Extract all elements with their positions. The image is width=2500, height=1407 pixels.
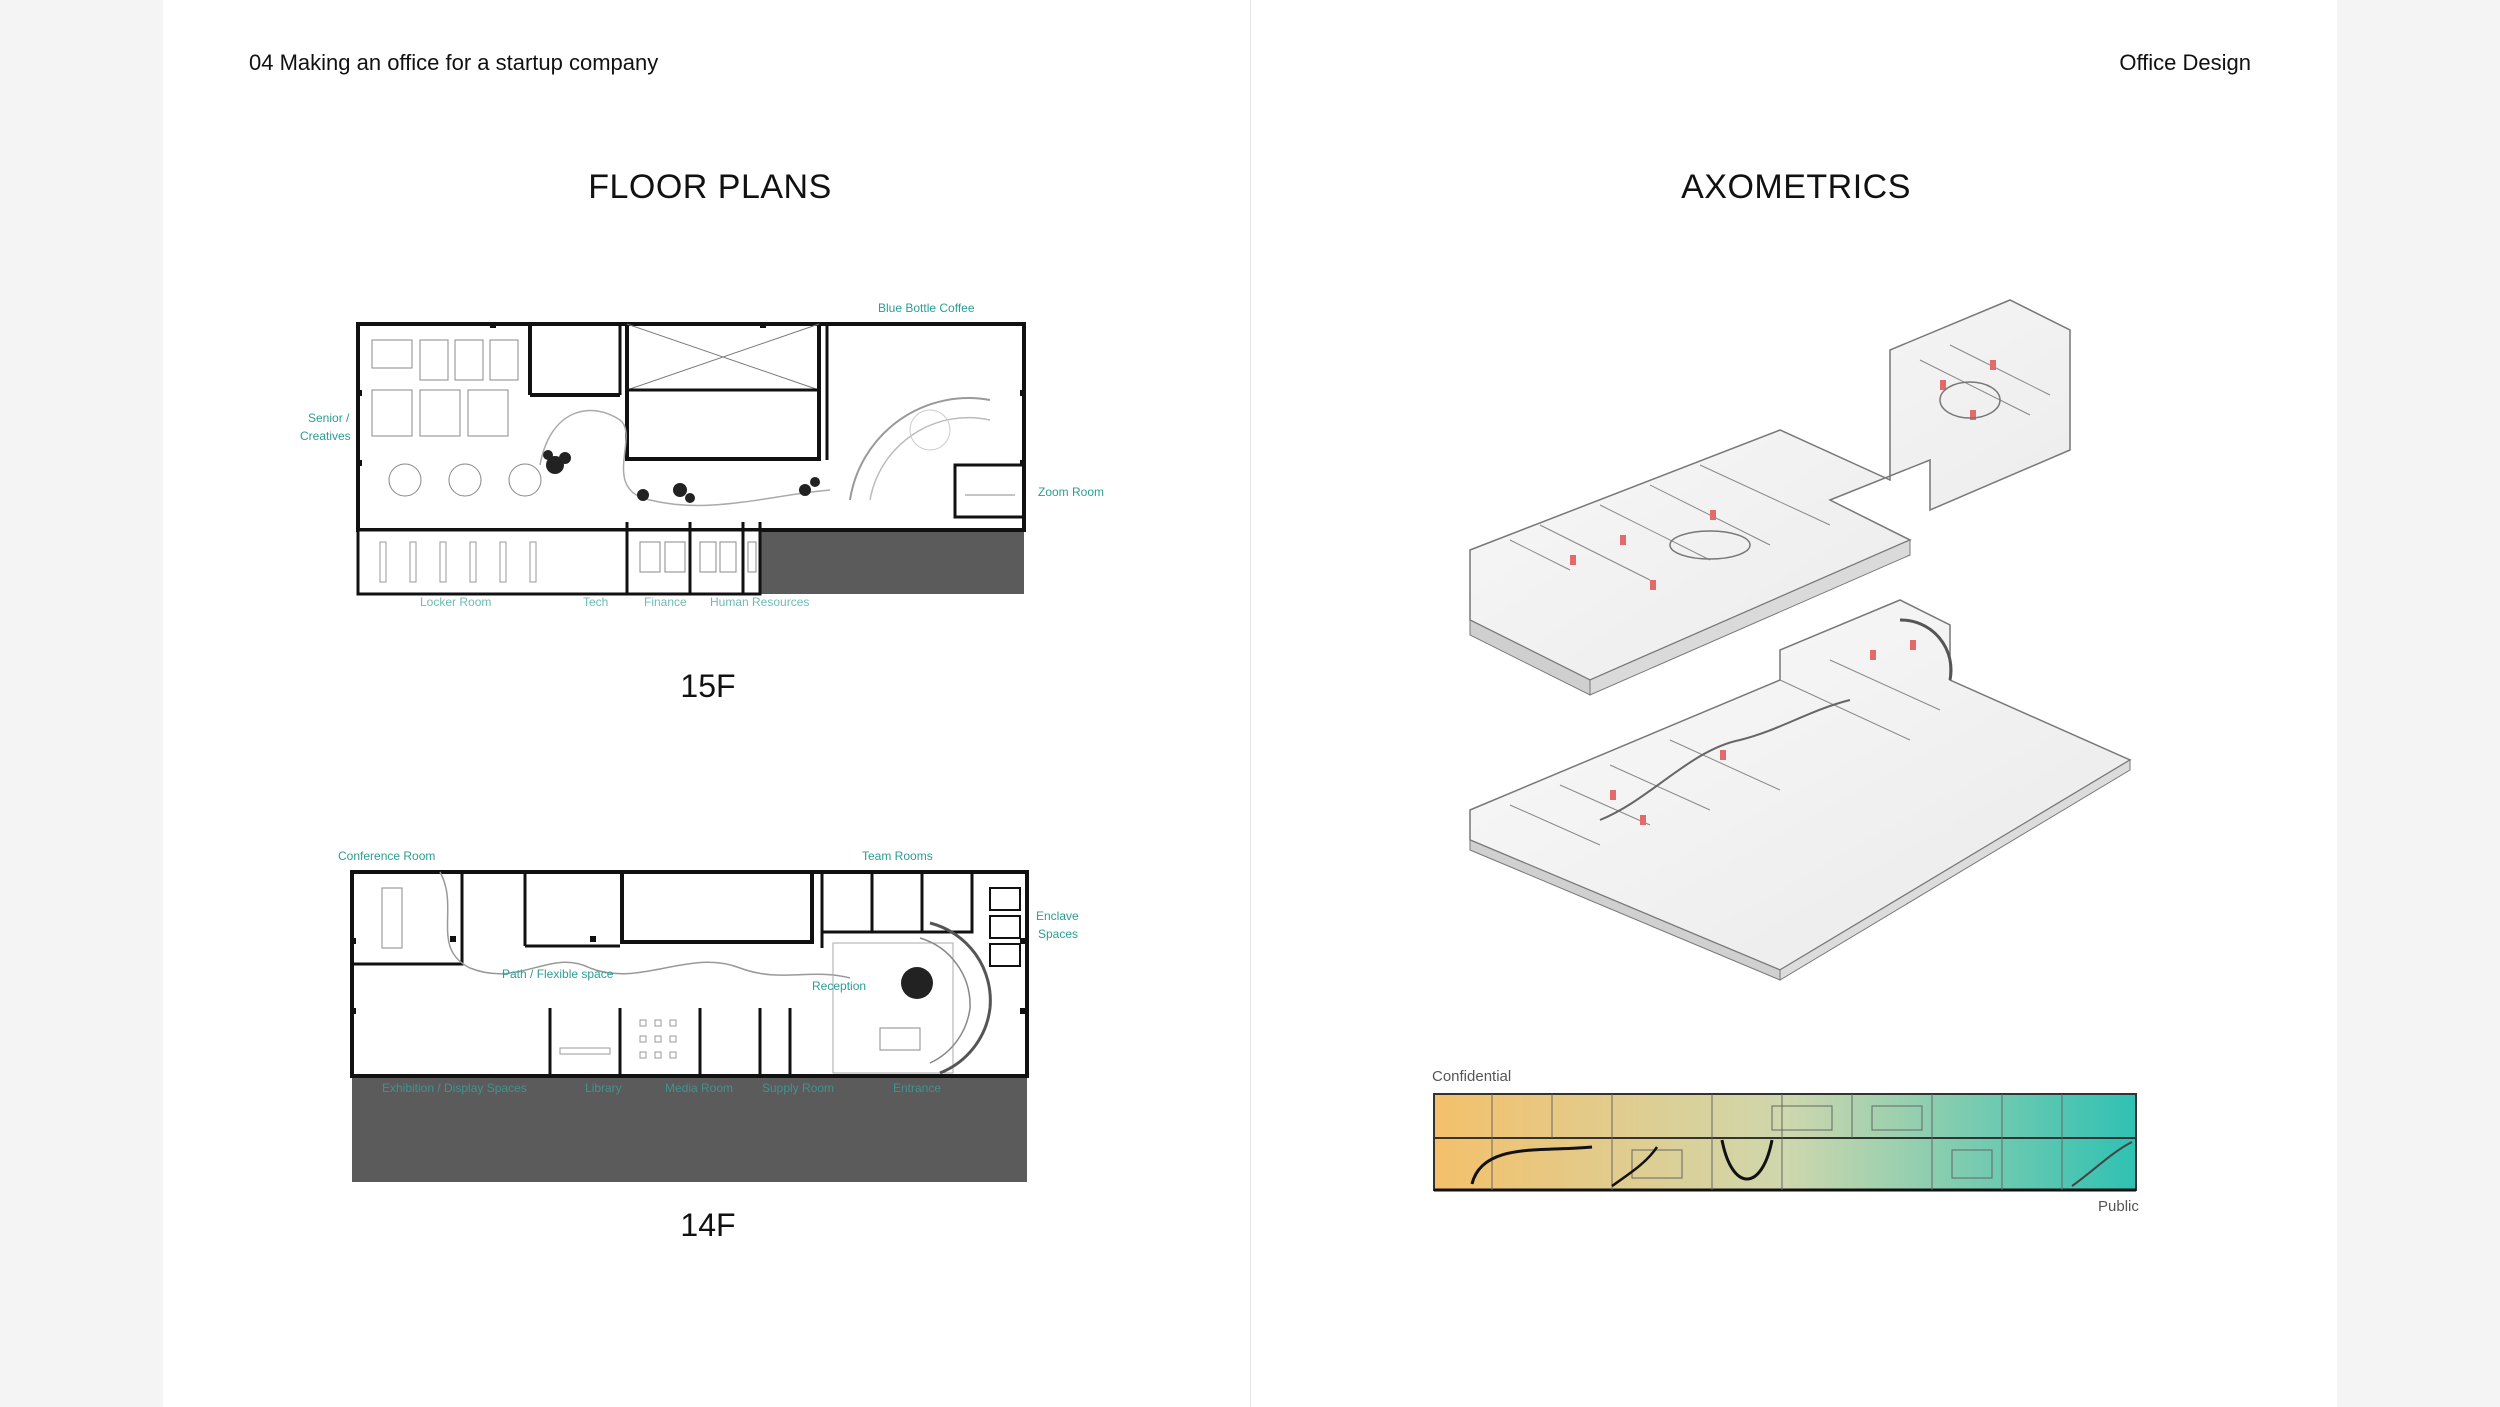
label-enclave-2: Spaces [1038, 927, 1078, 941]
floor-plans-title: FLOOR PLANS [588, 168, 832, 206]
axonometric-drawing [1450, 280, 2150, 1000]
label-senior-creatives-1: Senior / [308, 411, 350, 425]
label-enclave-1: Enclave [1036, 909, 1079, 923]
page-gutter [1250, 0, 1251, 1407]
section-label-public: Public [2098, 1198, 2139, 1215]
floor-plan-15f: Senior / Creatives Blue Bottle Coffee Zo… [290, 290, 1130, 650]
label-tech: Tech [583, 595, 608, 609]
label-team-rooms: Team Rooms [862, 849, 933, 863]
label-finance: Finance [644, 595, 687, 609]
label-zoom-room: Zoom Room [1038, 485, 1104, 499]
label-entrance: Entrance [893, 1081, 941, 1095]
section-gradient-diagram [1432, 1092, 2138, 1196]
axometrics-title: AXOMETRICS [1681, 168, 1911, 206]
label-senior-creatives-2: Creatives [300, 429, 351, 443]
label-conference-room: Conference Room [338, 849, 435, 863]
label-media-room: Media Room [665, 1081, 733, 1095]
floor-plan-14f: Conference Room Team Rooms Enclave Space… [290, 838, 1130, 1198]
axo-level-upper [1469, 299, 2071, 696]
level-14f: 14F [680, 1207, 736, 1243]
label-blue-bottle: Blue Bottle Coffee [878, 301, 975, 315]
label-locker-room: Locker Room [420, 595, 491, 609]
label-reception: Reception [812, 979, 866, 993]
label-hr: Human Resources [710, 595, 809, 609]
label-supply-room: Supply Room [762, 1081, 834, 1095]
section-label-confidential: Confidential [1432, 1068, 1512, 1085]
header-section-title: Office Design [2119, 50, 2251, 75]
label-library: Library [585, 1081, 622, 1095]
label-path-flexible: Path / Flexible space [502, 967, 614, 981]
axo-level-lower [1469, 599, 2132, 981]
header-project-title: 04 Making an office for a startup compan… [249, 50, 659, 75]
level-15f: 15F [680, 668, 736, 704]
label-exhibition: Exhibition / Display Spaces [382, 1081, 527, 1095]
